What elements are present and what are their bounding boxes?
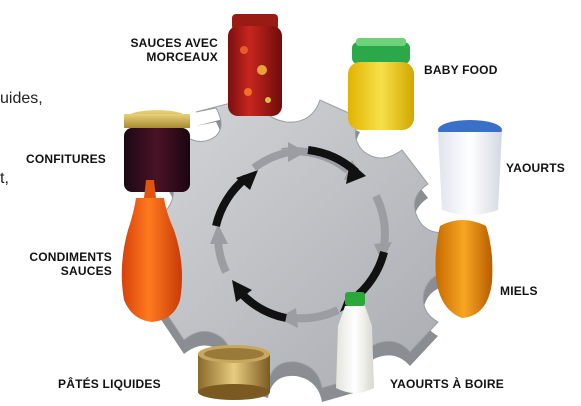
label-condiments-sauces: CONDIMENTS SAUCES — [8, 250, 112, 278]
star-wheel-plate — [144, 96, 452, 402]
baby-food-jar-icon — [348, 38, 414, 130]
label-miels: MIELS — [500, 284, 538, 298]
label-yaourts: YAOURTS — [506, 161, 565, 175]
label-confitures: CONFITURES — [26, 152, 106, 166]
yogurt-cup-icon — [438, 120, 502, 215]
label-condiments-line-1: CONDIMENTS — [8, 250, 112, 264]
honey-jar-icon — [436, 220, 493, 318]
label-baby-food: BABY FOOD — [424, 63, 498, 77]
sauce-jar-icon — [228, 14, 282, 116]
label-yaourts-a-boire: YAOURTS À BOIRE — [390, 377, 504, 391]
label-pates-liquides: PÂTÉS LIQUIDES — [58, 377, 161, 391]
label-sauces-line-1: SAUCES AVEC — [96, 36, 218, 50]
jam-jar-icon — [124, 110, 190, 192]
pate-tin-icon — [198, 345, 270, 400]
label-sauces-avec-morceaux: SAUCES AVEC MORCEAUX — [96, 36, 218, 64]
label-sauces-line-2: MORCEAUX — [96, 50, 218, 64]
label-condiments-line-2: SAUCES — [8, 264, 112, 278]
